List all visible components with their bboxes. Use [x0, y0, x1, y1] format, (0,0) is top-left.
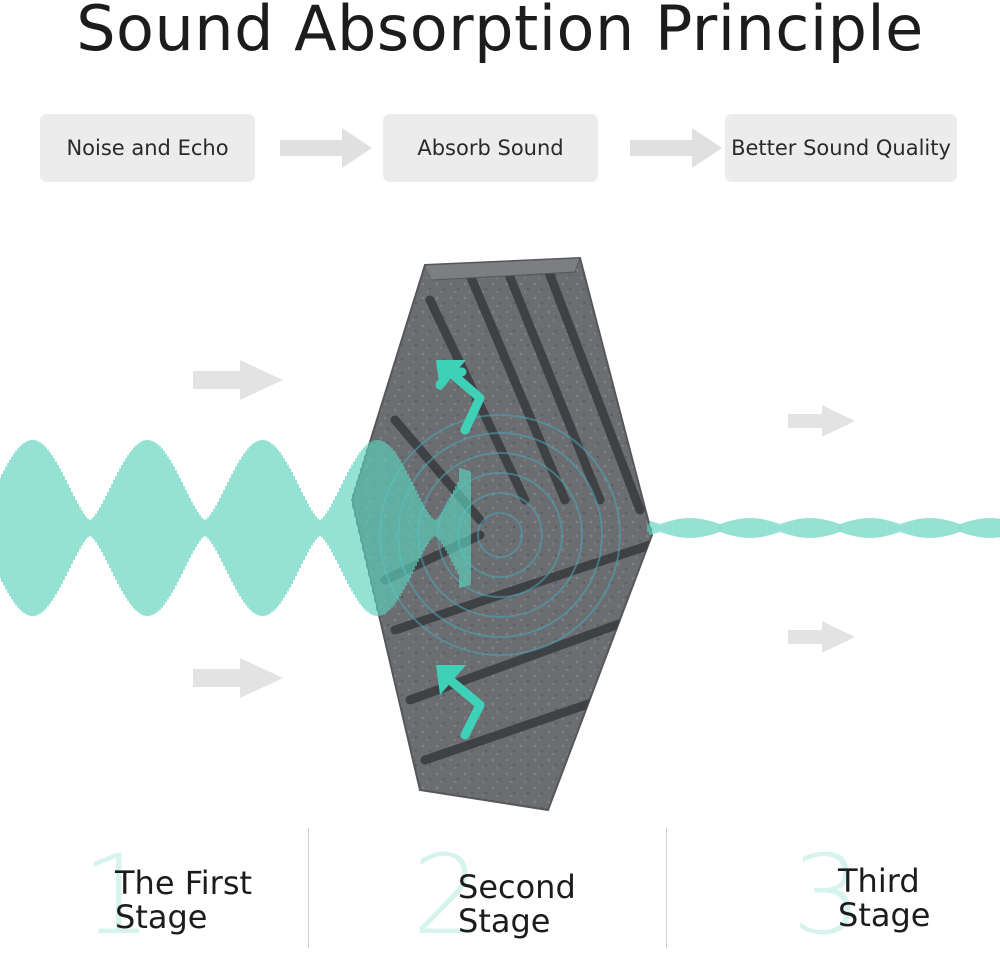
stage-third: 3 Third Stage [792, 840, 982, 950]
step-absorb-sound: Absorb Sound [383, 114, 598, 182]
stage-label-line: Third [838, 862, 920, 900]
page-title: Sound Absorption Principle [76, 0, 924, 65]
absorption-illustration [0, 256, 1000, 812]
reflect-arrowhead-icon [436, 665, 466, 695]
stage-label-line: The First [115, 864, 253, 902]
stage-label-line: Second [458, 868, 576, 906]
stage-first: 1 The First Stage [82, 840, 302, 950]
incoming-arrow-icon [193, 658, 283, 698]
stage-label: The First Stage [115, 866, 252, 934]
stage-divider [308, 828, 309, 948]
step-label: Better Sound Quality [731, 136, 951, 160]
flow-arrow-icon [630, 128, 722, 168]
stage-number: 2 [412, 831, 482, 959]
step-label: Absorb Sound [417, 136, 564, 160]
step-better-sound-quality: Better Sound Quality [725, 114, 957, 182]
stage-label: Third Stage [838, 864, 930, 932]
outgoing-arrow-icon [788, 621, 855, 653]
outgoing-arrow-icon [788, 405, 855, 437]
stage-number: 3 [792, 831, 862, 959]
step-label: Noise and Echo [66, 136, 229, 160]
step-noise-and-echo: Noise and Echo [40, 114, 255, 182]
sound-wave [0, 440, 1000, 616]
acoustic-panel [350, 256, 654, 812]
stage-label-line: Stage [458, 902, 551, 940]
stage-divider [666, 828, 667, 948]
stage-number: 1 [82, 831, 152, 959]
incoming-arrow-icon [193, 360, 283, 400]
stage-label-line: Stage [838, 896, 931, 934]
flow-arrow-icon [280, 128, 372, 168]
reflect-arrowhead-icon [436, 360, 466, 390]
stage-second: 2 Second Stage [412, 840, 632, 950]
reflect-arrow-icon [445, 675, 485, 740]
stage-label: Second Stage [458, 870, 576, 938]
stage-label-line: Stage [115, 898, 208, 936]
